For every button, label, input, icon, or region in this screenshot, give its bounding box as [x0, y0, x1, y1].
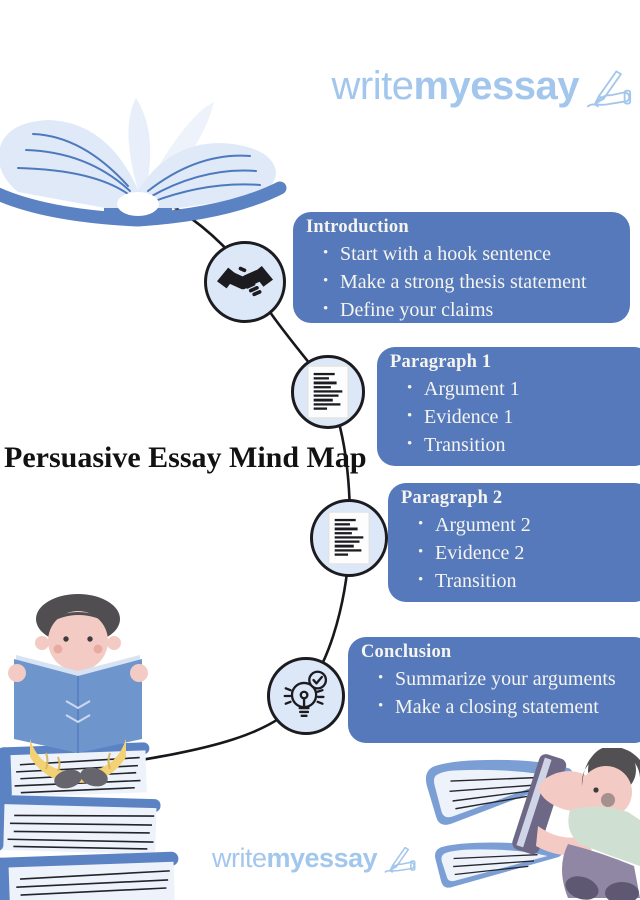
- boy-figure: [8, 594, 148, 789]
- bullet-item: Start with a hook sentence: [323, 239, 630, 268]
- node-box-introduction: Introduction Start with a hook sentence …: [293, 212, 630, 323]
- bullet-item: Evidence 1: [407, 402, 640, 431]
- bullet-list: Summarize your arguments Make a closing …: [348, 664, 640, 721]
- node-box-paragraph-2: Paragraph 2 Argument 2 Evidence 2 Transi…: [388, 483, 640, 602]
- bullet-item: Make a closing statement: [378, 692, 640, 721]
- open-book-illustration: [0, 98, 287, 227]
- bullet-item: Make a strong thesis statement: [323, 267, 630, 296]
- document-text-icon: [307, 365, 349, 419]
- brand-name-regular: write: [212, 843, 267, 873]
- bullet-item: Argument 2: [418, 510, 640, 539]
- bullet-item: Evidence 2: [418, 538, 640, 567]
- node-circle-paragraph-1: [291, 355, 365, 429]
- pen-in-hand-icon: [384, 846, 416, 873]
- node-box-conclusion: Conclusion Summarize your arguments Make…: [348, 637, 640, 743]
- brand-logo-top[interactable]: writemyessay: [332, 64, 633, 109]
- node-title: Introduction: [306, 217, 409, 237]
- brand-name-regular: write: [331, 64, 414, 108]
- bullet-item: Transition: [407, 430, 640, 459]
- node-circle-conclusion: [267, 657, 345, 735]
- brand-name-bold: myessay: [413, 64, 579, 108]
- node-circle-introduction: [204, 241, 286, 323]
- bullet-list: Argument 1 Evidence 1 Transition: [377, 374, 640, 459]
- boy-reading-on-books-illustration: [0, 594, 179, 900]
- brand-wordmark: writemyessay: [332, 64, 580, 109]
- brand-wordmark: writemyessay: [212, 843, 378, 874]
- pen-in-hand-icon: [586, 69, 632, 107]
- handshake-icon: [217, 266, 273, 297]
- brand-name-bold: myessay: [266, 843, 378, 873]
- node-box-paragraph-1: Paragraph 1 Argument 1 Evidence 1 Transi…: [377, 347, 640, 466]
- bullet-item: Define your claims: [323, 295, 630, 324]
- lightbulb-check-icon: [283, 670, 328, 717]
- bullet-list: Start with a hook sentence Make a strong…: [293, 239, 630, 324]
- bullet-item: Transition: [418, 566, 640, 595]
- page-title: Persuasive Essay Mind Map: [4, 441, 367, 474]
- brand-logo-bottom[interactable]: writemyessay: [212, 843, 416, 874]
- books-and-reader-illustration: [425, 748, 640, 900]
- bullet-item: Summarize your arguments: [378, 664, 640, 693]
- document-text-icon: [328, 511, 370, 565]
- bullet-item: Argument 1: [407, 374, 640, 403]
- node-title: Conclusion: [361, 642, 452, 662]
- bullet-list: Argument 2 Evidence 2 Transition: [388, 510, 640, 595]
- reader-figure: [512, 748, 640, 900]
- node-title: Paragraph 2: [401, 488, 503, 508]
- node-title: Paragraph 1: [390, 352, 492, 372]
- node-circle-paragraph-2: [310, 499, 388, 577]
